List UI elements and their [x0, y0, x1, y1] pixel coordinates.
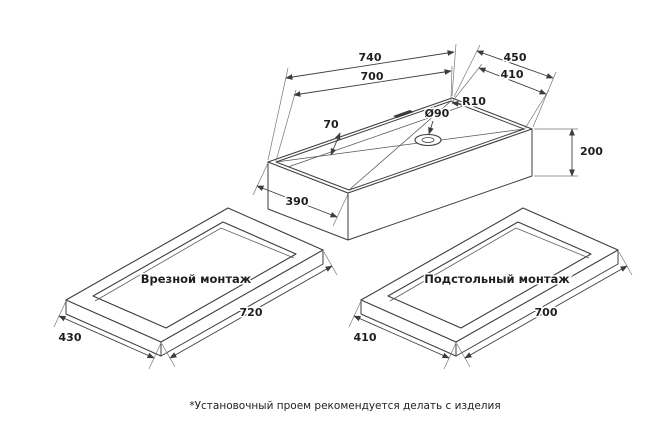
cutout-depth-lines [389, 227, 590, 302]
extension-lines [456, 251, 633, 368]
cutout-depth-lines [94, 227, 295, 302]
dim-label-450: 450 [504, 51, 527, 64]
dimension-line [293, 69, 452, 97]
under-mount-label: Подстольный монтаж [424, 272, 570, 286]
dim-label-430: 430 [59, 331, 82, 344]
extension-lines [534, 128, 578, 177]
dimension-200: 200 [534, 128, 605, 177]
dimension-430: 430 [53, 300, 162, 370]
dimension-line [256, 185, 338, 218]
dimension-700: 700 [275, 65, 453, 162]
dim-label-720: 720 [240, 306, 263, 319]
dim-label-740: 740 [359, 51, 382, 64]
extension-lines [451, 63, 550, 131]
dim-label-d90: Ø90 [425, 107, 450, 120]
dim-label-700-cutout: 700 [535, 306, 558, 319]
inset-mount-label: Врезной монтаж [141, 272, 252, 286]
sink-bowl-diagonals [275, 100, 525, 191]
dimension-line [330, 132, 341, 156]
dimension-410-cutout: 410 [348, 300, 457, 370]
dimension-410-bowl: 410 [451, 63, 550, 131]
extension-lines [453, 44, 557, 128]
extension-lines [348, 300, 457, 370]
extension-lines [161, 251, 338, 368]
faucet-hole-slot [393, 110, 414, 118]
dim-label-390: 390 [286, 195, 309, 208]
leader-line [428, 120, 434, 135]
dim-label-410: 410 [501, 68, 524, 81]
dimension-390: 390 [252, 162, 349, 227]
leader-line [451, 100, 462, 107]
extension-lines [53, 300, 162, 370]
dimension-line [464, 265, 628, 359]
extension-lines [252, 162, 349, 227]
under-mount-diagram: Подстольный монтаж 410 700 [348, 207, 633, 370]
dim-label-410-cutout: 410 [354, 331, 377, 344]
dimension-r10: R10 [451, 94, 488, 110]
dimension-line [169, 265, 333, 359]
dim-label-70: 70 [323, 118, 339, 131]
dimension-740: 740 [267, 43, 457, 161]
dimension-450: 450 [453, 44, 557, 128]
dim-label-r10: R10 [462, 95, 486, 108]
inset-mount-diagram: Врезной монтаж 430 720 [53, 207, 338, 370]
dimension-d90: Ø90 [423, 106, 451, 135]
drain-inner-circle [421, 137, 435, 143]
dimension-line [58, 315, 155, 359]
dimension-70: 70 [322, 117, 341, 156]
dimension-line [353, 315, 450, 359]
dimension-700-cutout: 700 [456, 251, 633, 368]
sink-isometric-view [267, 97, 533, 241]
dimension-line [478, 67, 547, 95]
dim-label-200: 200 [580, 145, 603, 158]
dimension-720: 720 [161, 251, 338, 368]
dim-label-700: 700 [361, 70, 384, 83]
installation-footnote: *Установочный проем рекомендуется делать… [189, 400, 500, 412]
